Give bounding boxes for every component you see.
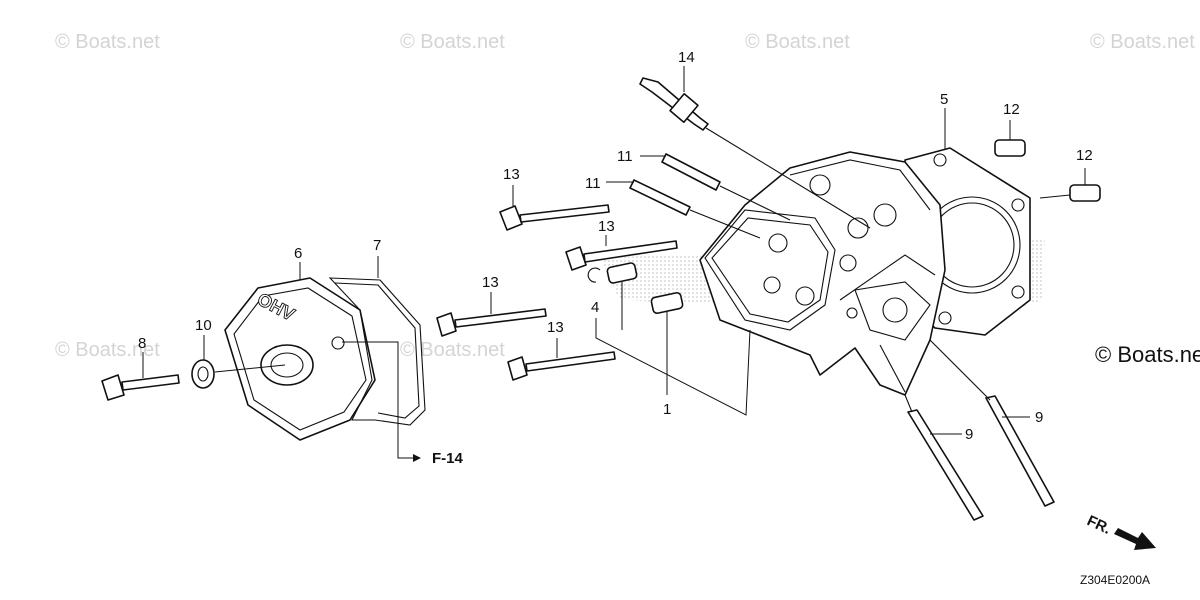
- callout-13-b: 13: [598, 218, 615, 235]
- callout-5: 5: [940, 91, 948, 108]
- front-label: FR.: [1084, 512, 1113, 538]
- leader-bolt-axis: [214, 364, 286, 373]
- head-bolt-4: [507, 338, 616, 381]
- watermark-6: © Boats.net: [400, 339, 505, 361]
- dowel-pin-upper: [994, 120, 1026, 157]
- callout-1: 1: [663, 401, 671, 418]
- head-bolt-1: [499, 185, 610, 231]
- callout-9-left: 9: [965, 426, 973, 443]
- diagram-code: Z304E0200A: [1080, 573, 1150, 587]
- watermark-7: © Boats.net: [1095, 342, 1200, 367]
- watermark-3: © Boats.net: [745, 31, 850, 53]
- callout-12-upper: 12: [1003, 101, 1020, 118]
- dowel-pin-lower: [1039, 168, 1101, 202]
- watermark-5: © Boats.net: [55, 339, 160, 361]
- cover-gasket: [328, 277, 426, 426]
- leader-f14: [342, 341, 413, 459]
- f14-arrow-icon: [413, 454, 421, 462]
- cover-bolt: [101, 374, 180, 401]
- cylinder-head: [699, 151, 946, 396]
- stud-bolt-upper: [661, 153, 791, 221]
- sealing-washer: [191, 359, 215, 389]
- clip-4: [587, 267, 601, 283]
- callout-6: 6: [294, 245, 302, 262]
- watermark-4: © Boats.net: [1090, 31, 1195, 53]
- callout-8: 8: [138, 335, 146, 352]
- leader-1-bracket: [595, 318, 751, 416]
- callout-13-a: 13: [503, 166, 520, 183]
- watermark-2: © Boats.net: [400, 31, 505, 53]
- callout-9-right: 9: [1035, 409, 1043, 426]
- front-arrow-icon: [1114, 528, 1156, 550]
- stud-9-right: [929, 339, 1055, 507]
- spark-plug: [639, 77, 871, 229]
- watermark-1: © Boats.net: [55, 31, 160, 53]
- callout-4: 4: [591, 299, 599, 316]
- reference-label: F-14: [432, 450, 464, 467]
- callout-14: 14: [678, 49, 695, 66]
- callout-12-lower: 12: [1076, 147, 1093, 164]
- head-bolt-3: [436, 292, 547, 337]
- stud-bolt-lower: [629, 179, 761, 239]
- head-bolt-2: [565, 235, 678, 271]
- dowel-collar-upper: [606, 262, 638, 284]
- callout-13-d: 13: [547, 319, 564, 336]
- callout-7: 7: [373, 237, 381, 254]
- callout-11-lower: 11: [585, 175, 601, 192]
- stud-9-left: [904, 394, 984, 521]
- dowel-collar-lower: [650, 292, 684, 314]
- callout-11-upper: 11: [617, 148, 633, 165]
- callout-10: 10: [195, 317, 212, 334]
- head-cover: OHV: [224, 277, 376, 441]
- callout-13-c: 13: [482, 274, 499, 291]
